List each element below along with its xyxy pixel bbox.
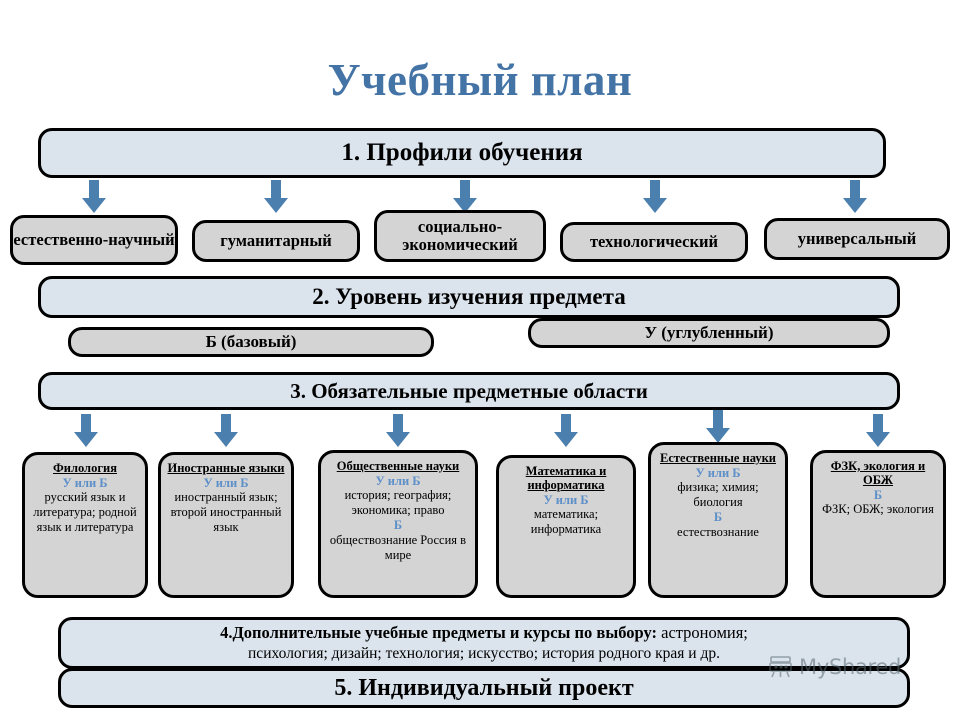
section-5-header: 5. Индивидуальный проект bbox=[58, 668, 910, 708]
subject-title: ФЗК, экология и ОБЖ bbox=[830, 459, 926, 487]
subject-level-2: Б bbox=[713, 510, 723, 525]
subject-title: Филология bbox=[53, 461, 117, 475]
arrow-down-icon bbox=[82, 180, 106, 213]
level-box-basic[interactable]: Б (базовый) bbox=[68, 327, 434, 357]
section-4-block: 4.Дополнительные учебные предметы и курс… bbox=[58, 617, 910, 669]
section-3-header: 3. Обязательные предметные области bbox=[38, 372, 900, 410]
arrow-down-icon bbox=[453, 180, 477, 213]
subject-body-1: русский язык и литература; родной язык и… bbox=[33, 490, 137, 535]
subject-level-1: У или Б bbox=[695, 466, 741, 480]
arrow-down-icon bbox=[643, 180, 667, 213]
profile-box-technological[interactable]: технологический bbox=[560, 222, 748, 262]
arrow-down-icon bbox=[706, 410, 730, 443]
profile-box-social-economic[interactable]: социально-экономический bbox=[374, 210, 546, 262]
arrow-down-icon bbox=[554, 414, 578, 447]
subject-title: Математика и информатика bbox=[525, 464, 607, 492]
subject-box-math-informatics[interactable]: Математика и информатика У или Б математ… bbox=[496, 455, 636, 598]
subject-title: Иностранные языки bbox=[167, 461, 285, 475]
subject-level-1: У или Б bbox=[62, 476, 108, 490]
arrow-down-icon bbox=[264, 180, 288, 213]
section-4-line-2: психология; дизайн; технология; искусств… bbox=[248, 644, 720, 662]
section-4-tail: астрономия; bbox=[657, 623, 748, 642]
subject-box-foreign-languages[interactable]: Иностранные языки У или Б иностранный яз… bbox=[158, 452, 294, 598]
subject-box-philology[interactable]: Филология У или Б русский язык и литерат… bbox=[22, 452, 148, 598]
page-title: Учебный план bbox=[327, 55, 633, 105]
arrow-down-icon bbox=[214, 414, 238, 447]
section-4-line-1: 4.Дополнительные учебные предметы и курс… bbox=[220, 623, 748, 644]
subject-body-1: физика; химия; биология bbox=[677, 480, 759, 510]
subject-level-1: У или Б bbox=[543, 493, 589, 507]
arrow-down-icon bbox=[74, 414, 98, 447]
profile-box-natural-science[interactable]: естественно-научный bbox=[10, 215, 178, 265]
subject-level-1: У или Б bbox=[375, 474, 421, 488]
profile-box-universal[interactable]: универсальный bbox=[764, 218, 950, 260]
subject-body-1: ФЗК; ОБЖ; экология bbox=[822, 502, 934, 517]
subject-body-1: математика; информатика bbox=[530, 507, 602, 537]
subject-body-2: естествознание bbox=[677, 524, 759, 539]
subject-body-2: обществознание Россия в мире bbox=[329, 532, 467, 562]
level-box-advanced[interactable]: У (углубленный) bbox=[528, 318, 890, 348]
arrow-down-icon bbox=[843, 180, 867, 213]
subject-level-1: У или Б bbox=[203, 476, 249, 490]
subject-body-1: иностранный язык; второй иностранный язы… bbox=[170, 490, 282, 535]
subject-box-social-sciences[interactable]: Общественные науки У или Б история; геог… bbox=[318, 450, 478, 598]
profile-box-humanities[interactable]: гуманитарный bbox=[192, 220, 360, 262]
subject-box-natural-sciences[interactable]: Естественные науки У или Б физика; химия… bbox=[648, 442, 788, 598]
subject-box-pe-ecology-safety[interactable]: ФЗК, экология и ОБЖ Б ФЗК; ОБЖ; экология bbox=[810, 450, 946, 598]
subject-level-2: Б bbox=[393, 518, 403, 533]
subject-level-1: Б bbox=[873, 488, 883, 502]
section-2-header: 2. Уровень изучения предмета bbox=[38, 276, 900, 318]
subject-title: Естественные науки bbox=[659, 451, 777, 465]
subject-body-1: история; география; экономика; право bbox=[344, 488, 452, 518]
arrow-down-icon bbox=[386, 414, 410, 447]
section-4-bold-label: 4.Дополнительные учебные предметы и курс… bbox=[220, 623, 657, 642]
arrow-down-icon bbox=[866, 414, 890, 447]
subject-title: Общественные науки bbox=[336, 459, 460, 473]
section-1-header: 1. Профили обучения bbox=[38, 128, 886, 178]
